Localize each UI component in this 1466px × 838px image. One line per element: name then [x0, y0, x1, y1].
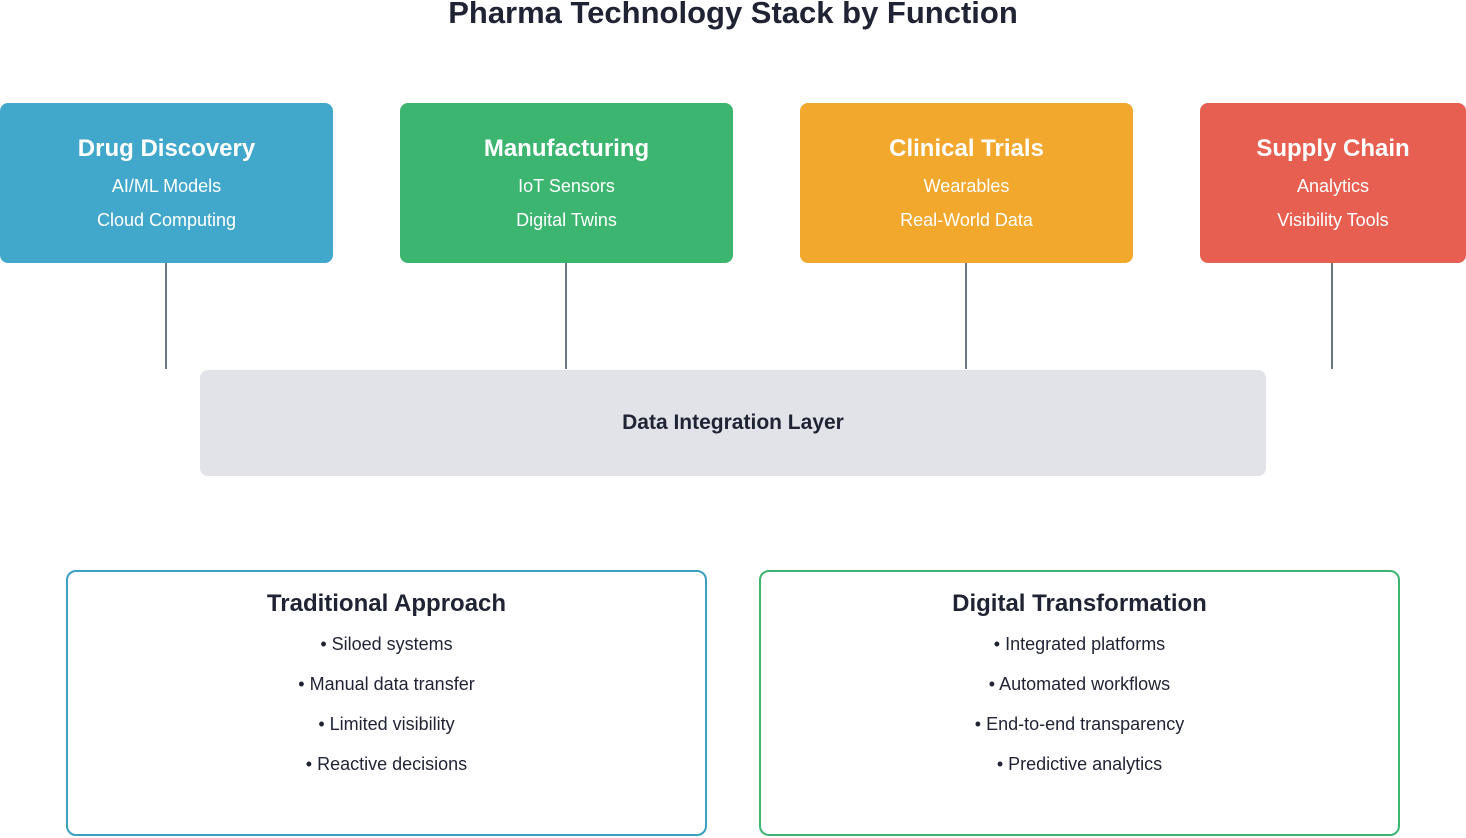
- function-item: Wearables: [923, 176, 1010, 196]
- function-box-manufacturing: Manufacturing IoT Sensors Digital Twins: [400, 103, 733, 263]
- function-item: Cloud Computing: [96, 210, 237, 230]
- function-box-supply-chain: Supply Chain Analytics Visibility Tools: [1200, 103, 1466, 263]
- connector-supply-chain: [1331, 262, 1333, 369]
- function-box-clinical-trials: Clinical Trials Wearables Real-World Dat…: [800, 103, 1133, 263]
- function-title: Manufacturing: [483, 135, 650, 162]
- traditional-approach-box: Traditional Approach • Siloed systems • …: [66, 570, 707, 836]
- function-item: AI/ML Models: [111, 176, 222, 196]
- function-item: Analytics: [1296, 176, 1370, 196]
- list-item: • Siloed systems: [320, 634, 453, 654]
- list-item: • Integrated platforms: [993, 634, 1166, 654]
- connector-drug-discovery: [165, 262, 167, 369]
- list-item: • Reactive decisions: [305, 754, 468, 774]
- function-item: Real-World Data: [900, 210, 1033, 230]
- list-item: • End-to-end transparency: [974, 714, 1185, 734]
- diagram-title: Pharma Technology Stack by Function: [448, 0, 1018, 30]
- connector-manufacturing: [565, 262, 567, 369]
- traditional-approach-title: Traditional Approach: [266, 590, 507, 617]
- function-item: Digital Twins: [516, 210, 617, 230]
- data-integration-layer: Data Integration Layer: [200, 370, 1266, 476]
- list-item: • Limited visibility: [318, 714, 455, 734]
- function-title: Supply Chain: [1256, 135, 1410, 162]
- function-box-drug-discovery: Drug Discovery AI/ML Models Cloud Comput…: [0, 103, 333, 263]
- list-item: • Manual data transfer: [298, 674, 475, 694]
- function-item: Visibility Tools: [1277, 210, 1389, 230]
- list-item: • Automated workflows: [988, 674, 1171, 694]
- function-title: Drug Discovery: [77, 135, 256, 162]
- function-item: IoT Sensors: [518, 176, 615, 196]
- function-title: Clinical Trials: [889, 135, 1044, 162]
- connector-clinical-trials: [965, 262, 967, 369]
- digital-transformation-title: Digital Transformation: [952, 590, 1207, 617]
- integration-layer-label: Data Integration Layer: [622, 411, 844, 434]
- list-item: • Predictive analytics: [996, 754, 1163, 774]
- digital-transformation-box: Digital Transformation • Integrated plat…: [759, 570, 1400, 836]
